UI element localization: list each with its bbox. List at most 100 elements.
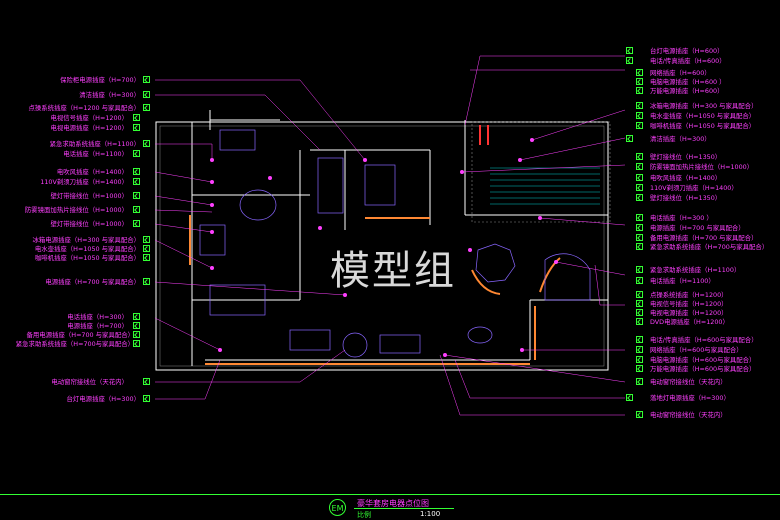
right-label: 万能电源插座（H=600与家具配合）	[650, 365, 756, 373]
left-label: 电视电源插座（H=1200）	[50, 124, 128, 132]
right-label: 紧急求助系统插座（H=700与家具配合）	[650, 243, 769, 251]
socket-icon	[133, 114, 140, 121]
left-label: 壁灯带接线位（H=1000）	[50, 192, 128, 200]
right-label: 电吹风插座（H=1400）	[650, 174, 722, 182]
right-label: 电视信号插座（H=1200）	[650, 300, 728, 308]
left-label: 电动窗帘接线位（天花内）	[51, 378, 128, 386]
socket-icon	[143, 76, 150, 83]
left-label: 紧急求助系统插座（H=1100）	[49, 140, 140, 148]
wall-marks	[479, 125, 489, 145]
watermark: 模型组	[330, 248, 456, 294]
right-label: 备用电源插座（H=700 与家具配合）	[650, 234, 758, 242]
left-label: 电话插座（H=300）	[67, 313, 128, 321]
furniture	[199, 129, 591, 358]
right-label: 网络插座（H=600与家具配合）	[650, 346, 743, 354]
socket-icon	[636, 411, 643, 418]
socket-icon	[636, 234, 643, 241]
socket-icon	[626, 394, 633, 401]
right-label: 电脑电源插座（H=600 ）	[650, 78, 726, 86]
socket-icon	[636, 112, 643, 119]
socket-icon	[143, 378, 150, 385]
socket-icon	[143, 395, 150, 402]
right-label: 防雾镜面加热片接线位（H=1000）	[650, 163, 754, 171]
left-label: 电源插座（H=700）	[67, 322, 128, 330]
telephone-icon	[133, 150, 140, 157]
telephone-icon	[636, 336, 643, 343]
socket-icon	[133, 220, 140, 227]
title-divider	[0, 494, 780, 495]
socket-icon	[143, 245, 150, 252]
socket-icon	[636, 163, 643, 170]
socket-icon	[133, 340, 140, 347]
socket-icon	[636, 356, 643, 363]
socket-icon	[143, 91, 150, 98]
scale-value: 1:100	[420, 510, 441, 518]
left-label: 电话插座（H=1100）	[63, 150, 128, 158]
socket-icon	[133, 322, 140, 329]
left-label: 台灯电源插座（H=300）	[66, 395, 140, 403]
left-label: 清洁插座（H=300）	[79, 91, 140, 99]
left-label: 紧急求助系统插座（H=700与家具配合）	[15, 340, 134, 348]
leader-lines	[154, 55, 626, 416]
socket-icon	[133, 206, 140, 213]
socket-icon	[636, 194, 643, 201]
left-label: 点操系统插座（H=1200 与家具配合）	[28, 104, 140, 112]
scale-label: 比例	[357, 511, 371, 519]
socket-icon	[133, 192, 140, 199]
left-label: 咖啡机插座（H=1050 与家具配合）	[34, 254, 140, 262]
socket-icon	[626, 135, 633, 142]
telephone-icon	[626, 57, 633, 64]
socket-icon	[636, 365, 643, 372]
telephone-icon	[636, 277, 643, 284]
socket-icon	[626, 47, 633, 54]
socket-icon	[636, 266, 643, 273]
telephone-icon	[636, 214, 643, 221]
socket-icon	[636, 153, 643, 160]
right-label: 壁灯接线位（H=1350）	[650, 194, 722, 202]
socket-icon	[133, 331, 140, 338]
right-label: 电脑电源插座（H=600与家具配合）	[650, 356, 756, 364]
socket-icon	[636, 174, 643, 181]
socket-icon	[636, 122, 643, 129]
right-label: 网络插座（H=600）	[650, 69, 711, 77]
socket-icon	[133, 178, 140, 185]
socket-icon	[636, 378, 643, 385]
socket-icon	[636, 346, 643, 353]
right-label: 冰箱电源插座（H=300 与家具配合）	[650, 102, 758, 110]
socket-icon	[143, 278, 150, 285]
socket-icon	[636, 78, 643, 85]
socket-icon	[636, 69, 643, 76]
right-label: 台灯电源插座（H=600）	[650, 47, 724, 55]
socket-icon	[133, 168, 140, 175]
socket-icon	[636, 184, 643, 191]
socket-icon	[636, 318, 643, 325]
right-label: 壁灯接线位（H=1350）	[650, 153, 722, 161]
right-label: 110V剃须刀插座（H=1400）	[650, 184, 738, 192]
left-label: 备用电源插座（H=700 与家具配合）	[26, 331, 134, 339]
right-label: 电话/传真插座（H=600与家具配合）	[650, 336, 758, 344]
left-label: 电水壶插座（H=1050 与家具配合）	[34, 245, 140, 253]
drawing-title: 豪华套房电器点位图	[357, 499, 429, 508]
right-label: 电话插座（H=1100）	[650, 277, 715, 285]
right-label: 清洁插座（H=300）	[650, 135, 711, 143]
compass-badge-icon: EM	[329, 499, 346, 516]
right-label: 电动窗帘接线位（天花内）	[650, 378, 727, 386]
socket-icon	[143, 254, 150, 261]
right-label: 咖啡机插座（H=1050 与家具配合）	[650, 122, 756, 130]
right-label: 电源插座（H=700 与家具配合）	[650, 224, 745, 232]
socket-icon	[133, 124, 140, 131]
socket-icon	[636, 291, 643, 298]
left-label: 电吹风插座（H=1400）	[56, 168, 128, 176]
right-label: DVD电源插座（H=1200）	[650, 318, 729, 326]
left-label: 电源插座（H=700 与家具配合）	[45, 278, 140, 286]
socket-icon	[636, 224, 643, 231]
left-label: 电视信号插座（H=1200）	[50, 114, 128, 122]
socket-icon	[636, 243, 643, 250]
right-label: 万能电源插座（H=600）	[650, 87, 724, 95]
right-label: 落地灯电源插座（H=300）	[650, 394, 730, 402]
right-label: 电话插座（H=300 ）	[650, 214, 713, 222]
socket-icon	[636, 309, 643, 316]
left-label: 110V剃须刀插座（H=1400）	[40, 178, 128, 186]
socket-icon	[636, 87, 643, 94]
